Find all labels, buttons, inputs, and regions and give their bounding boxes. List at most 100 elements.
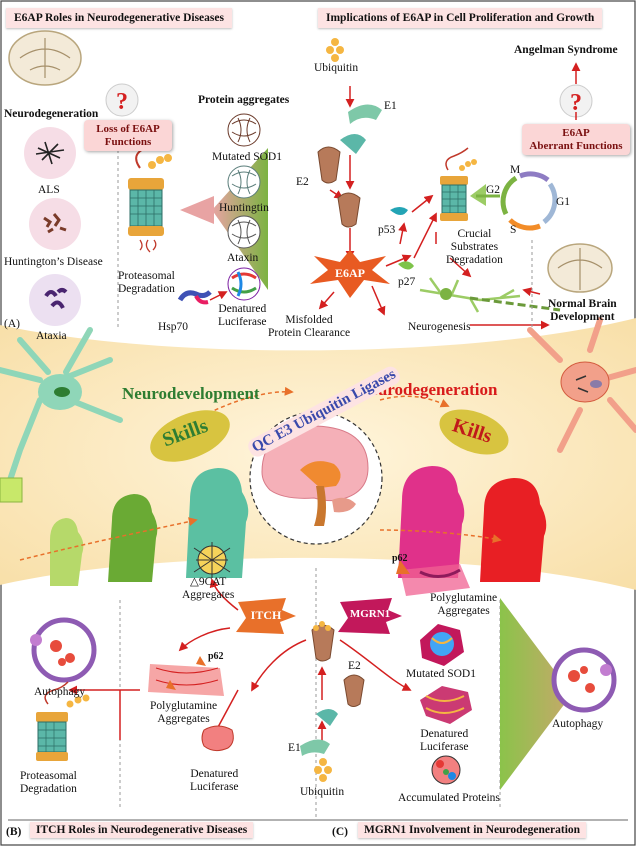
mgrn1-label: MGRN1 bbox=[349, 608, 391, 620]
panel-b-label: (B) bbox=[6, 826, 22, 838]
polyglutamine-icon bbox=[396, 560, 470, 596]
nb-line-2: Development bbox=[550, 311, 615, 323]
pg-b-line-1: Polyglutamine bbox=[150, 700, 218, 712]
e2-enzyme-icon bbox=[343, 674, 365, 707]
itch-label: ITCH bbox=[250, 608, 282, 622]
d9-line-1: △9CAT bbox=[190, 576, 227, 588]
svg-text:?: ? bbox=[116, 89, 128, 115]
panel-a-header-left: E6AP Roles in Neurodegenerative Diseases bbox=[6, 8, 232, 28]
mgrn1-star bbox=[338, 598, 402, 634]
pd-line-2: Degradation bbox=[118, 283, 175, 295]
e2-label: E2 bbox=[296, 176, 309, 188]
phase-s: S bbox=[510, 224, 517, 236]
e1-enzyme-icon bbox=[300, 739, 330, 756]
panel-c-footer: MGRN1 Involvement in Neurodegeneration bbox=[358, 822, 587, 838]
phase-g2: G2 bbox=[486, 184, 501, 196]
kid-silhouette bbox=[108, 494, 158, 582]
itch-star bbox=[236, 598, 296, 634]
autophagy-b-label: Autophagy bbox=[34, 686, 86, 698]
huntingtin-icon bbox=[227, 165, 261, 199]
mf-line-2: Protein Clearance bbox=[268, 327, 351, 339]
phase-g1: G1 bbox=[556, 196, 571, 208]
polyglutamine-icon bbox=[148, 656, 224, 696]
child-silhouette bbox=[50, 518, 84, 586]
skills-oval bbox=[150, 410, 230, 462]
e1-enzyme-icon bbox=[348, 104, 382, 124]
aberrant-functions-box: E6AP Aberrant Functions bbox=[522, 124, 630, 155]
denatured-luciferase-icon bbox=[227, 267, 261, 301]
accumulated-proteins-icon bbox=[431, 755, 461, 785]
ataxia-circle-icon bbox=[29, 274, 81, 326]
e2-center-label: E2 bbox=[348, 660, 361, 672]
dl-line-1: Denatured bbox=[218, 303, 267, 315]
proteasome-icon bbox=[36, 681, 90, 761]
cell-cycle-icon bbox=[500, 171, 558, 231]
elder-silhouette bbox=[480, 478, 547, 582]
protein-aggregates-label: Protein aggregates bbox=[198, 94, 290, 106]
huntington-label: Huntington’s Disease bbox=[4, 256, 103, 268]
ubiquitin-label: Ubiquitin bbox=[314, 62, 359, 74]
den-c-line-1: Denatured bbox=[420, 728, 469, 740]
panel-c-label: (C) bbox=[332, 826, 348, 838]
ataxin-icon bbox=[227, 215, 261, 249]
huntingtin-label: Huntingtin bbox=[219, 202, 269, 214]
kills-oval bbox=[439, 409, 509, 455]
autophagy-c-label: Autophagy bbox=[552, 718, 604, 730]
e6ap-label: E6AP bbox=[335, 266, 365, 280]
mf-line-1: Misfolded bbox=[285, 314, 333, 326]
panel-b-footer: ITCH Roles in Neurodegenerative Diseases bbox=[30, 822, 254, 838]
svg-text:?: ? bbox=[570, 90, 582, 116]
polyglutamine-c-label: Polyglutamine Aggregates bbox=[430, 592, 497, 618]
cs-line-1: Crucial bbox=[457, 228, 492, 240]
pd-line-1: Proteasomal bbox=[118, 270, 175, 282]
neurogenesis-label: Neurogenesis bbox=[408, 321, 471, 333]
loss-line-1: Loss of E6AP bbox=[96, 123, 160, 135]
ubiquitin-icon bbox=[326, 38, 344, 62]
proteasome-icon bbox=[128, 135, 172, 253]
p53-icon bbox=[390, 207, 408, 215]
p27-label: p27 bbox=[398, 276, 416, 288]
dl-line-2: Luciferase bbox=[218, 316, 267, 328]
proteasomal-b-label: Proteasomal Degradation bbox=[20, 770, 77, 796]
panel-a-label: (A) bbox=[4, 318, 20, 330]
e2-enzyme-icon bbox=[317, 146, 341, 184]
e2-ub-icon bbox=[337, 192, 361, 228]
ataxin-label: Ataxin bbox=[227, 252, 259, 264]
normal-brain-label: Normal Brain Development bbox=[548, 298, 617, 324]
neurodevelopment-neuron-icon bbox=[0, 327, 123, 503]
pg-b-line-2: Aggregates bbox=[157, 713, 210, 725]
den-b-line-2: Luciferase bbox=[190, 781, 239, 793]
huntington-circle-icon bbox=[29, 198, 81, 250]
proteasomal-degradation-label: Proteasomal Degradation bbox=[118, 270, 175, 296]
pg-c-line-2: Aggregates bbox=[437, 605, 490, 617]
polyglutamine-b-label: Polyglutamine Aggregates bbox=[150, 700, 217, 726]
denatured-luciferase-label: Denatured Luciferase bbox=[218, 303, 267, 329]
mutated-sod1-label: Mutated SOD1 bbox=[212, 151, 282, 163]
phase-m: M bbox=[510, 164, 521, 176]
p53-label: p53 bbox=[378, 224, 396, 236]
hsp70-label: Hsp70 bbox=[158, 321, 189, 333]
cs-line-2: Substrates bbox=[450, 241, 499, 253]
e1-e2-complex-icon bbox=[316, 709, 338, 726]
p62-b-label: p62 bbox=[208, 651, 224, 662]
pr-b-line-1: Proteasomal bbox=[20, 770, 77, 782]
d9cat-aggregates-icon bbox=[193, 542, 231, 578]
mutated-sod1-icon bbox=[420, 624, 464, 666]
autophagosome-icon bbox=[30, 617, 97, 683]
crucial-substrates-label: Crucial Substrates Degradation bbox=[446, 228, 503, 267]
question-mark-icon: ? bbox=[105, 83, 139, 117]
panel-a-header-right: Implications of E6AP in Cell Proliferati… bbox=[318, 8, 603, 28]
ataxia-label: Ataxia bbox=[36, 330, 67, 342]
denatured-luciferase-icon bbox=[201, 725, 234, 752]
angelman-label: Angelman Syndrome bbox=[514, 44, 618, 56]
pr-b-line-2: Degradation bbox=[20, 783, 77, 795]
accumulated-label: Accumulated Proteins bbox=[398, 792, 500, 804]
loss-line-2: Functions bbox=[104, 135, 152, 148]
e1-label: E1 bbox=[384, 100, 397, 112]
ubiquitin-icon bbox=[314, 758, 332, 782]
brain-section-icon bbox=[547, 243, 613, 293]
af-line-1: E6AP bbox=[562, 127, 590, 139]
neurodegeneration-label: Neurodegeneration bbox=[4, 108, 99, 120]
ubiquitin-center-label: Ubiquitin bbox=[300, 786, 345, 798]
